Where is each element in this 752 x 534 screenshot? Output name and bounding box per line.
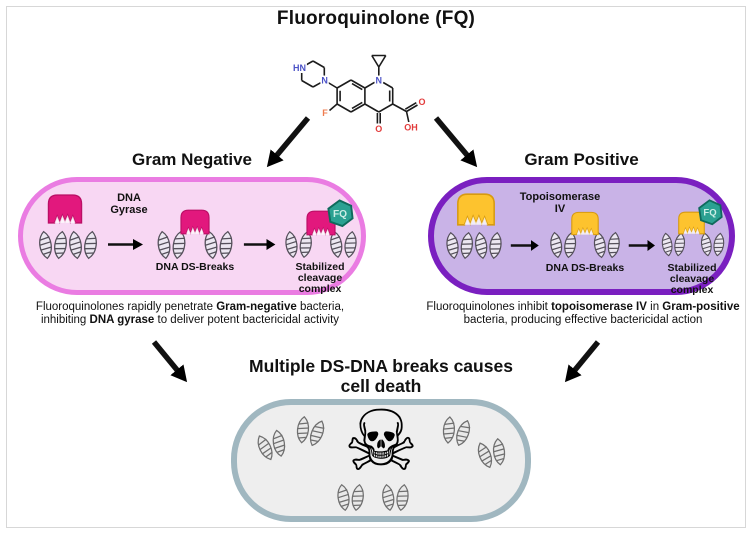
caption-text: Fluoroquinolones rapidly penetrate (35, 301, 217, 313)
topoisomerase-iv-label: Topoisomerase IV (519, 191, 601, 215)
caption-text: in (646, 301, 663, 313)
fluoroquinolone-molecule-structure: HN N N F O O OH (292, 54, 427, 136)
caption-text: Fluoroquinolones inhibit (426, 301, 552, 313)
dead-cell-capsule: ☠ (231, 399, 531, 522)
step-arrow-icon (243, 239, 276, 250)
cell-death-heading: Multiple DS-DNA breaks causes cell death (249, 356, 513, 396)
caption-text: bacteria, producing effective bactericid… (463, 314, 703, 326)
stabilized-complex-label: Stabilized cleavage complex (667, 262, 717, 296)
topoisomerase-iv-enzyme-icon (571, 211, 599, 236)
fq-badge: FQ (698, 199, 723, 226)
intact-dna-icon (442, 231, 506, 260)
dna-gyrase-enzyme-icon (47, 194, 83, 224)
fq-badge: FQ (327, 199, 354, 228)
broken-dna-icon (333, 483, 413, 512)
dna-ds-breaks-label: DNA DS-Breaks (545, 262, 625, 274)
caption-text-bold: topoisomerase IV (551, 301, 647, 313)
dna-gyrase-enzyme-icon (180, 209, 210, 235)
atom-label-o-carboxyl: O (418, 97, 425, 107)
atom-label-oh: OH (404, 123, 418, 133)
arrow-to-cell-death-right-icon (564, 340, 601, 383)
arrow-to-gram-positive-icon (433, 116, 478, 168)
atom-label-n-quinolone: N (376, 76, 383, 86)
step-arrow-icon (628, 240, 655, 251)
atom-label-hn: HN (293, 63, 306, 73)
caption-text-bold: Gram-positive (662, 301, 740, 313)
gram-positive-bacterium: Topoisomerase IV DNA DS-Breaks FQ Stabil… (428, 177, 735, 296)
dna-gyrase-label: DNA Gyrase (110, 192, 148, 216)
dna-fragment-icon (249, 426, 294, 465)
caption-text: bacteria, inhibiting (40, 301, 345, 326)
skull-and-crossbones-icon: ☠ (343, 394, 419, 488)
topoisomerase-iv-enzyme-icon (457, 193, 495, 226)
intact-dna-icon (33, 230, 103, 260)
dna-fragment-icon (288, 413, 332, 450)
step-arrow-icon (510, 240, 539, 251)
fq-badge-label: FQ (703, 208, 716, 219)
gram-positive-heading: Gram Positive (524, 150, 639, 169)
caption-text-bold: Gram-negative (216, 301, 297, 313)
step-arrow-icon (108, 239, 143, 250)
gram-negative-heading: Gram Negative (132, 150, 252, 169)
gram-positive-caption: Fluoroquinolones inhibit topoisomerase I… (424, 301, 742, 327)
dna-fragment-icon (470, 435, 514, 472)
atom-label-o-ketone: O (375, 124, 382, 134)
dna-ds-breaks-label: DNA DS-Breaks (155, 261, 235, 273)
page-title: Fluoroquinolone (FQ) (276, 8, 476, 29)
arrow-to-cell-death-left-icon (151, 340, 188, 383)
atom-label-n-piperazine: N (321, 76, 328, 86)
caption-text-bold: DNA gyrase (89, 314, 155, 326)
gram-negative-caption: Fluoroquinolones rapidly penetrate Gram-… (30, 301, 350, 327)
atom-label-f: F (322, 108, 328, 118)
arrow-to-gram-negative-icon (266, 116, 311, 168)
gram-negative-bacterium: DNA Gyrase DNA DS-Breaks FQ Stabilized c… (18, 177, 366, 295)
stabilized-complex-label: Stabilized cleavage complex (295, 261, 345, 295)
fq-badge-label: FQ (333, 209, 347, 220)
caption-text: to deliver potent bactericidal activity (154, 314, 340, 326)
